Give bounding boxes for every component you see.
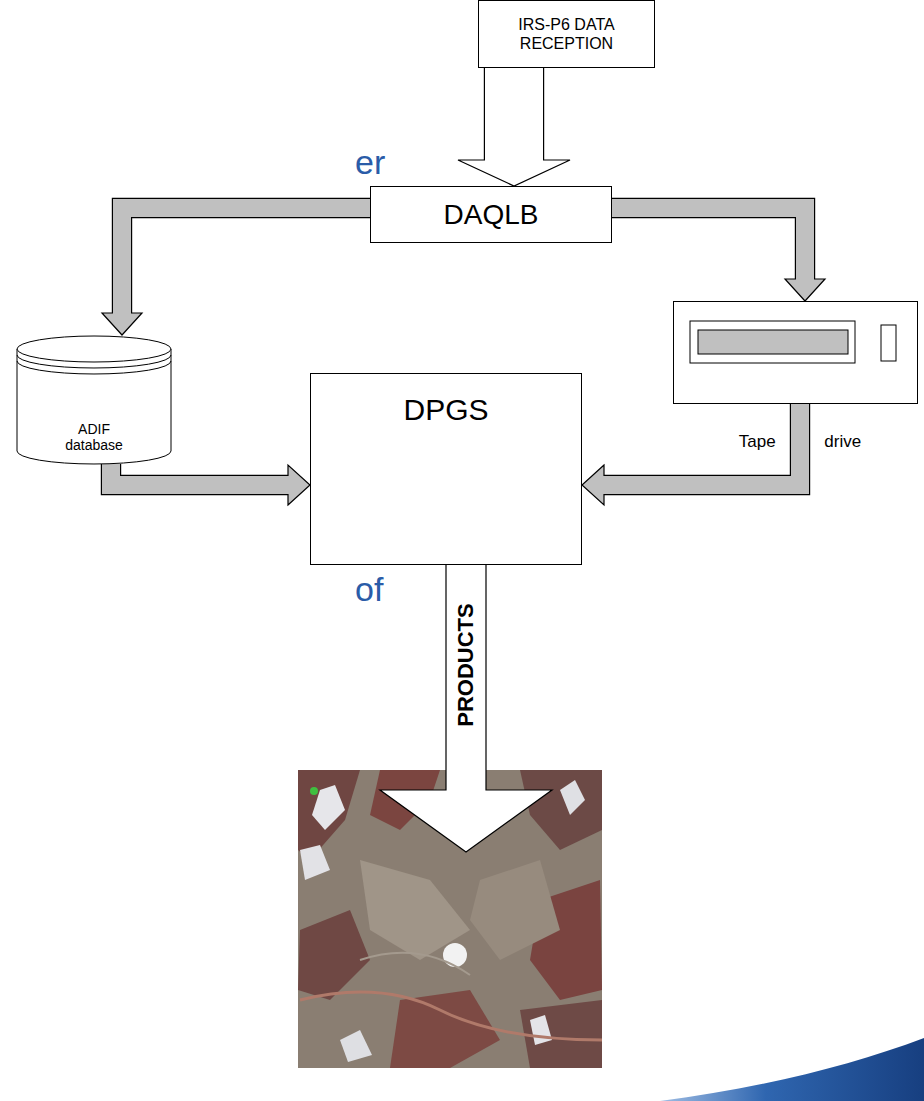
slide-text-fragment: of <box>355 570 383 609</box>
block-arrow <box>458 68 570 186</box>
decor-swoosh <box>660 1038 924 1101</box>
block-arrow <box>612 208 825 301</box>
arrow-label: PRODUCTS <box>453 603 479 726</box>
node-label: DPGS <box>403 392 488 428</box>
tape-outline <box>673 301 918 404</box>
tape-drive: Tape drive <box>673 301 918 404</box>
source-box: IRS-P6 DATA RECEPTION <box>478 0 655 68</box>
block-arrow <box>111 464 310 505</box>
node-label: IRS-P6 DATA RECEPTION <box>492 15 642 53</box>
block-arrow <box>102 208 370 335</box>
slide-text-fragment: er <box>355 143 385 182</box>
node-label: DAQLB <box>444 198 539 232</box>
process-box: DPGS <box>310 373 582 565</box>
products-arrow <box>380 565 552 852</box>
database-cylinder: ADIF database <box>16 335 172 465</box>
block-arrow <box>582 404 800 505</box>
process-box: DAQLB <box>370 186 612 243</box>
device-caption: Tape drive <box>739 432 861 452</box>
node-label: ADIF database <box>54 421 134 453</box>
